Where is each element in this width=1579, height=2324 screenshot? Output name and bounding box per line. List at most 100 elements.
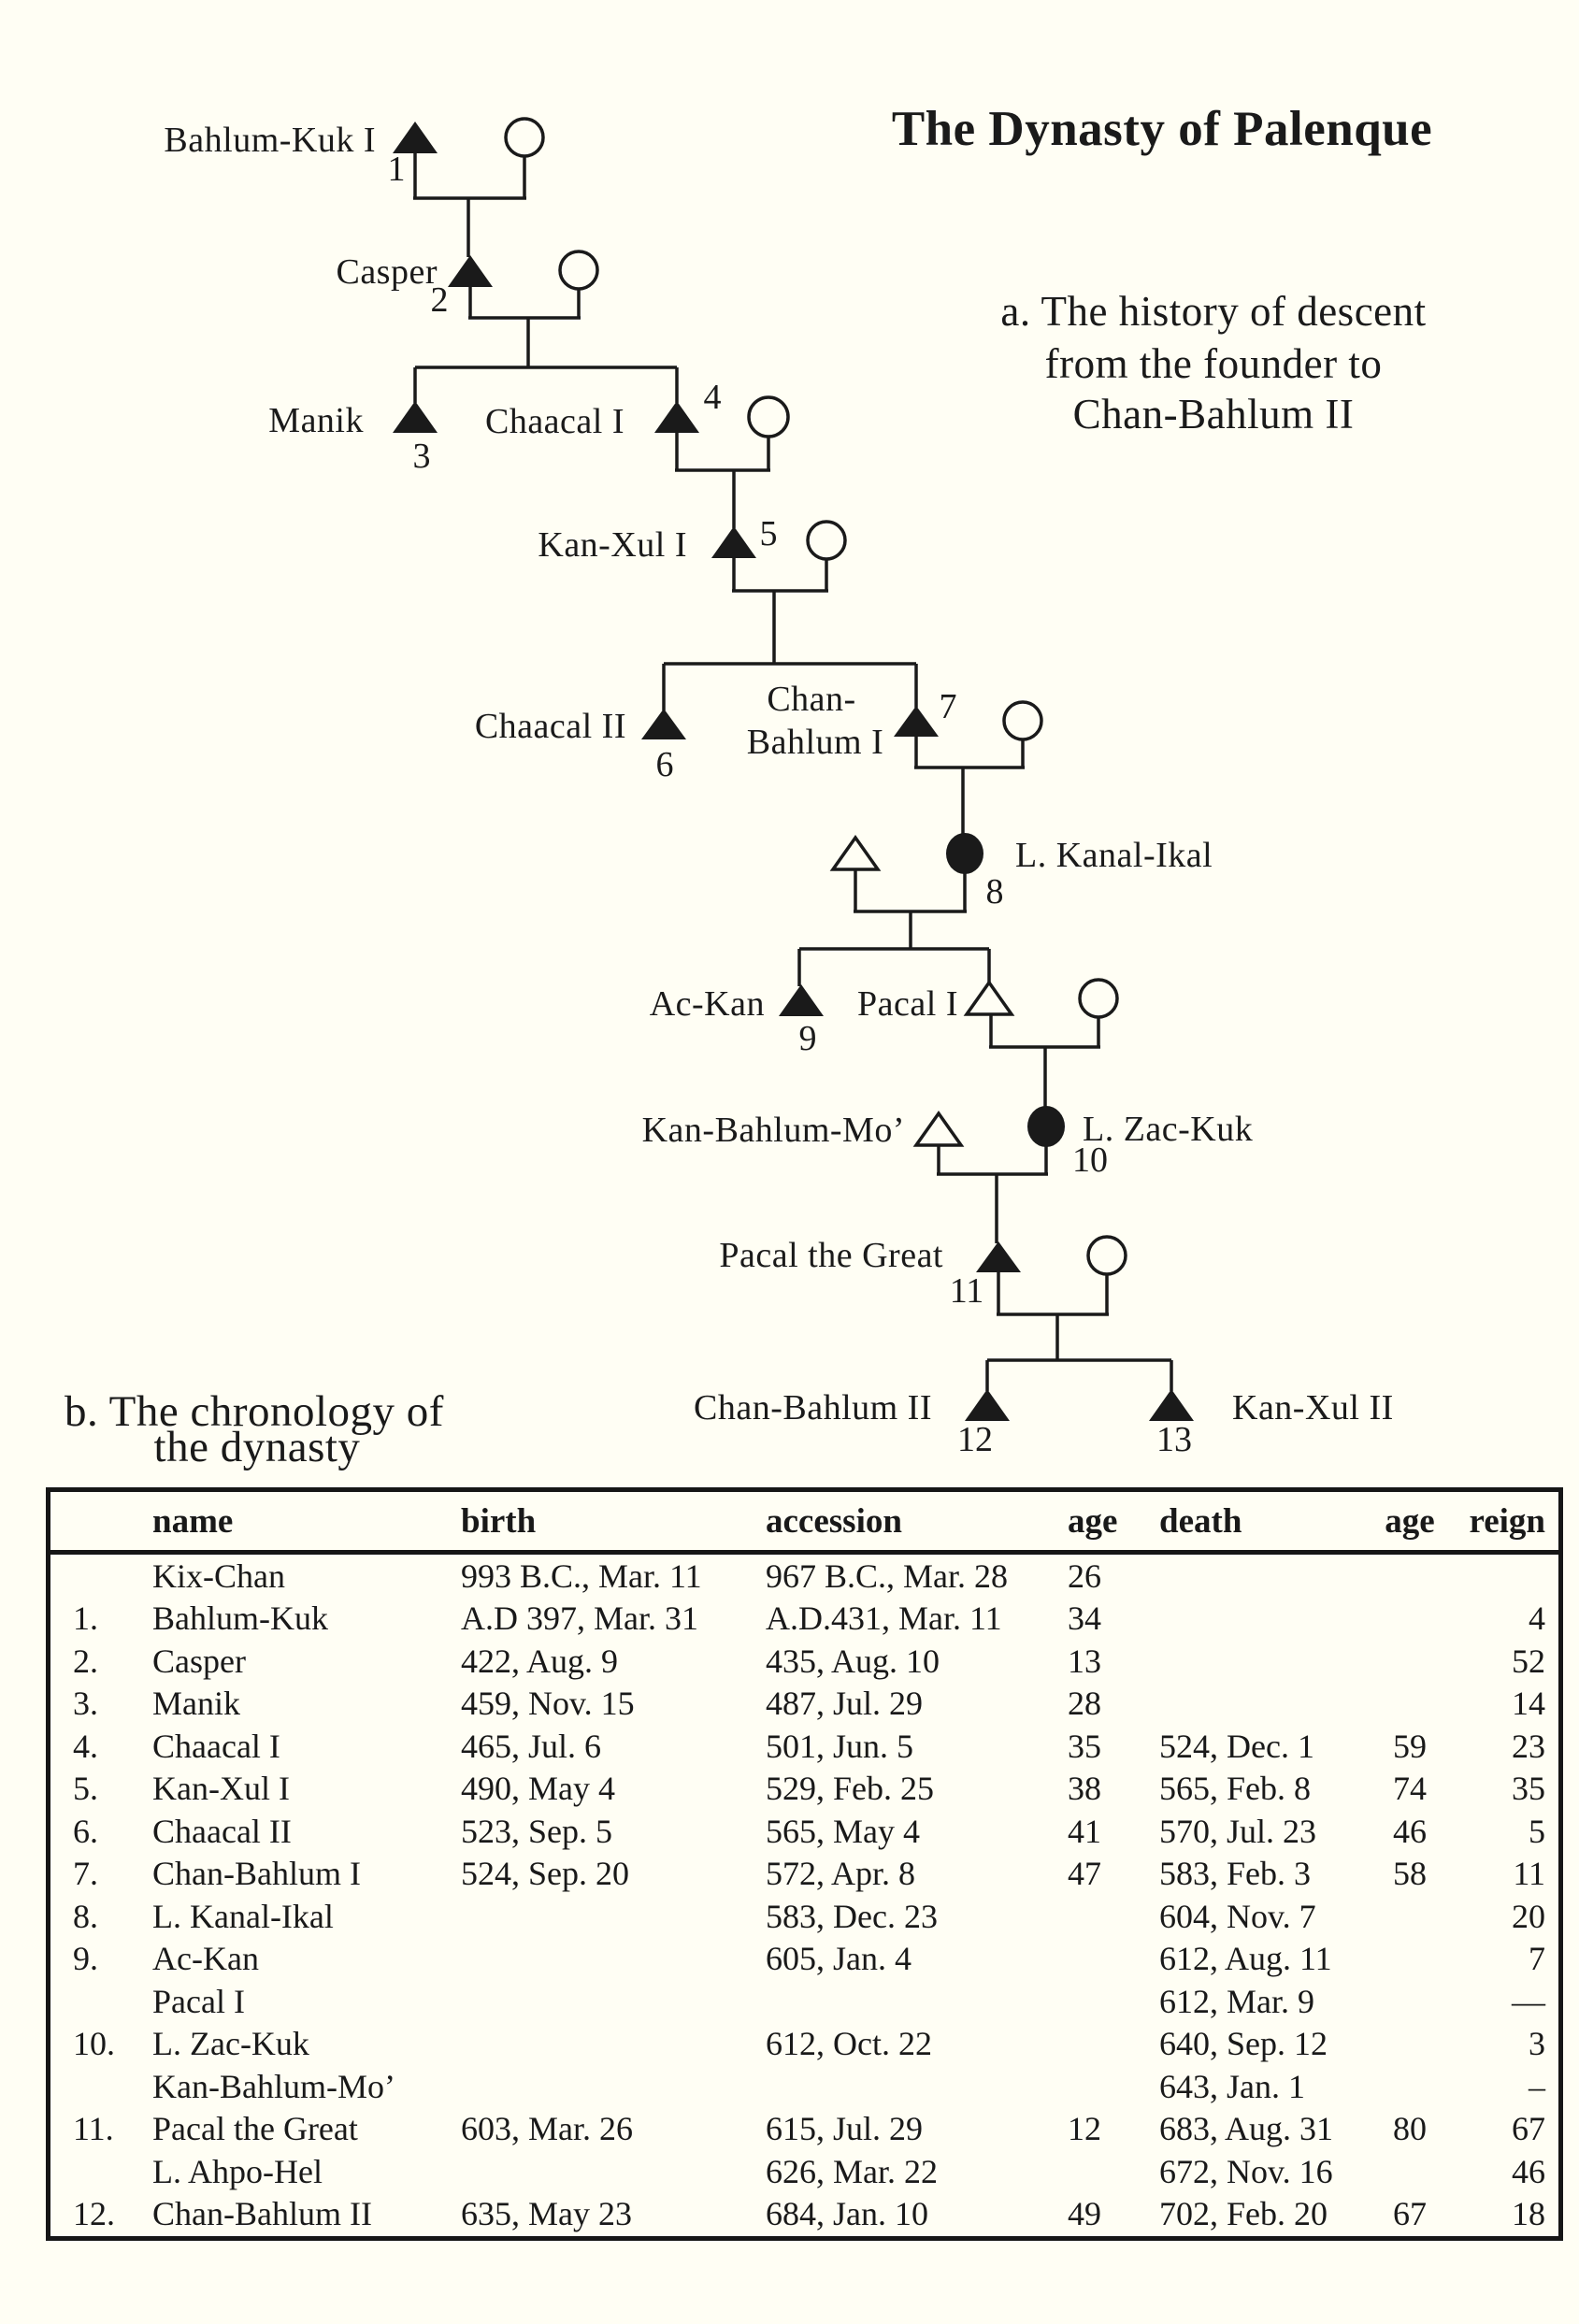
name-cell: Chaacal II [152,1812,292,1850]
name-cell: L. Kanal-Ikal [152,1897,334,1935]
genealogy-diagram: The Dynasty of Palenque a. The history o… [65,102,1432,1471]
person-label-chaacal-i: Chaacal I [485,402,624,441]
name-cell: Pacal I [152,1982,245,2020]
succession-number-8: 8 [986,872,1004,911]
age1-cell: 35 [1068,1727,1101,1765]
age2-cell: 46 [1393,1812,1427,1850]
name-cell: Chaacal I [152,1727,280,1765]
caption-b-line2: the dynasty [154,1423,361,1471]
person-label-kan-xul-ii: Kan-Xul II [1232,1388,1394,1427]
person-label-chan-bahlum-i-line2: Bahlum I [747,723,883,762]
death-cell: 702, Feb. 20 [1159,2195,1328,2233]
header-reign: reign [1469,1501,1545,1541]
open-triangle-pacal-i [963,979,1015,1016]
age1-cell: 28 [1068,1685,1101,1723]
person-label-bahlum-kuk-i: Bahlum-Kuk I [164,121,376,160]
caption-a-line2: from the founder to [1045,340,1383,387]
num-cell: 12. [73,2195,115,2233]
name-cell: Kan-Xul I [152,1770,290,1808]
name-cell: Bahlum-Kuk [152,1600,328,1638]
person-label-manik: Manik [268,401,364,440]
birth-cell: 422, Aug. 9 [461,1642,619,1680]
reign-cell: 3 [1529,2025,1545,2063]
reign-cell: 67 [1512,2110,1545,2148]
death-cell: 524, Dec. 1 [1159,1727,1314,1765]
age1-cell: 49 [1068,2195,1101,2233]
person-label-kan-bahlum-mo: Kan-Bahlum-Mo’ [642,1111,905,1150]
age2-cell: 74 [1393,1770,1427,1808]
num-cell: 11. [73,2110,114,2148]
chronology-table: name birth accession age death age reign… [46,1487,1563,2241]
death-cell: 612, Aug. 11 [1159,1940,1332,1978]
succession-number-11: 11 [950,1271,984,1311]
name-cell: Pacal the Great [152,2110,358,2148]
reign-cell: – [1529,2067,1545,2105]
accession-cell: 529, Feb. 25 [766,1770,934,1808]
succession-number-13: 13 [1156,1420,1192,1459]
name-cell: L. Ahpo-Hel [152,2152,323,2190]
open-triangle-kan-bahlum-mo [912,1110,965,1147]
caption-b-line1: b. The chronology of [65,1387,444,1436]
person-symbols [393,117,1194,1421]
num-cell: 3. [73,1685,98,1723]
header-age-at-death: age [1385,1501,1435,1541]
header-death: death [1159,1501,1242,1541]
num-cell: 2. [73,1642,98,1680]
male-triangle-chaacal-i [654,401,699,433]
spouse-circle-of-bahlum-kuk-i [504,117,545,158]
male-triangle-chaacal-ii [641,709,686,739]
num-cell: 9. [73,1940,98,1978]
header-birth: birth [461,1501,537,1541]
birth-cell: 490, May 4 [461,1770,615,1808]
age2-cell: 80 [1393,2110,1427,2148]
table-row: Kan-Bahlum-Mo’643, Jan. 1– [50,2065,1558,2108]
age1-cell: 41 [1068,1812,1101,1850]
male-triangle-chan-bahlum-ii [965,1389,1010,1421]
birth-cell: 524, Sep. 20 [461,1855,629,1893]
birth-cell: 993 B.C., Mar. 11 [461,1557,702,1595]
accession-cell: 501, Jun. 5 [766,1727,914,1765]
person-label-casper: Casper [336,252,438,292]
header-accession: accession [766,1501,902,1541]
female-ruler-ellipse-l-kanal-ikal [946,833,983,874]
male-triangle-manik [393,401,438,433]
reign-cell: 5 [1529,1812,1545,1850]
death-cell: 604, Nov. 7 [1159,1897,1316,1935]
age1-cell: 47 [1068,1855,1101,1893]
spouse-circle-of-chan-bahlum-i [1002,700,1043,741]
num-cell: 10. [73,2025,115,2063]
reign-cell: 23 [1512,1727,1545,1765]
name-cell: Kan-Bahlum-Mo’ [152,2067,395,2105]
succession-number-5: 5 [760,514,778,553]
person-label-l-kanal-ikal: L. Kanal-Ikal [1015,836,1213,875]
name-cell: L. Zac-Kuk [152,2025,309,2063]
succession-number-9: 9 [799,1019,817,1058]
male-triangle-casper [448,255,493,287]
age1-cell: 26 [1068,1557,1101,1595]
age2-cell: 67 [1393,2195,1427,2233]
reign-cell: — [1512,1982,1545,2020]
accession-cell: 435, Aug. 10 [766,1642,940,1680]
name-cell: Chan-Bahlum II [152,2195,372,2233]
age1-cell: 12 [1068,2110,1101,2148]
name-cell: Casper [152,1642,246,1680]
caption-a-line3: Chan-Bahlum II [1073,391,1355,438]
succession-number-1: 1 [388,150,406,189]
reign-cell: 4 [1529,1600,1545,1638]
reign-cell: 52 [1512,1642,1545,1680]
succession-number-3: 3 [413,437,431,476]
person-label-chan-bahlum-ii: Chan-Bahlum II [694,1388,932,1427]
birth-cell: 523, Sep. 5 [461,1812,612,1850]
person-label-ac-kan: Ac-Kan [650,984,765,1024]
death-cell: 570, Jul. 23 [1159,1812,1317,1850]
succession-number-7: 7 [940,687,957,726]
